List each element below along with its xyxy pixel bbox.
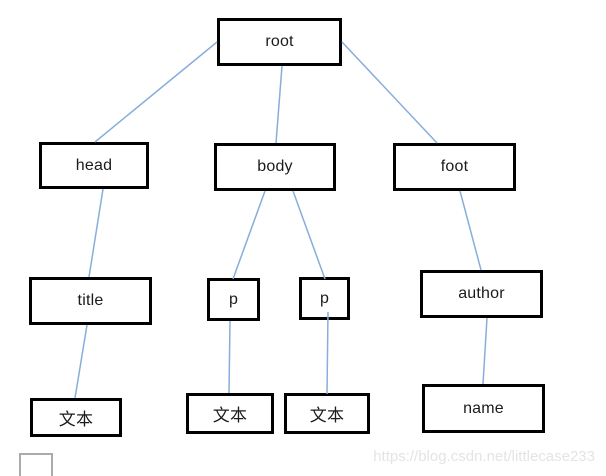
node-text-2: 文本 <box>186 393 274 434</box>
node-author: author <box>420 270 543 318</box>
connector-body-p1 <box>232 190 266 280</box>
node-name: name <box>422 384 545 433</box>
connector-root-head <box>94 41 218 143</box>
connector-root-foot <box>341 41 438 144</box>
node-text-3: 文本 <box>284 393 370 434</box>
connector-title-text1 <box>74 324 88 399</box>
node-body: body <box>214 143 336 191</box>
node-head: head <box>39 142 149 189</box>
watermark-url: https://blog.csdn.net/littlecase233 <box>373 448 595 465</box>
node-text-1: 文本 <box>30 398 122 437</box>
node-p-1: p <box>207 278 260 321</box>
node-title: title <box>29 277 152 325</box>
connector-p2-text3 <box>326 311 329 395</box>
connector-root-body <box>275 65 283 144</box>
node-foot: foot <box>393 143 516 191</box>
node-root: root <box>217 18 342 66</box>
clipped-gray-box <box>19 453 53 476</box>
connector-author-name <box>482 317 488 385</box>
connector-p1-text2 <box>228 320 231 394</box>
connector-head-title <box>88 188 104 278</box>
connector-body-p2 <box>292 190 326 280</box>
connector-foot-author <box>459 190 482 271</box>
node-p-2: p <box>299 277 350 320</box>
